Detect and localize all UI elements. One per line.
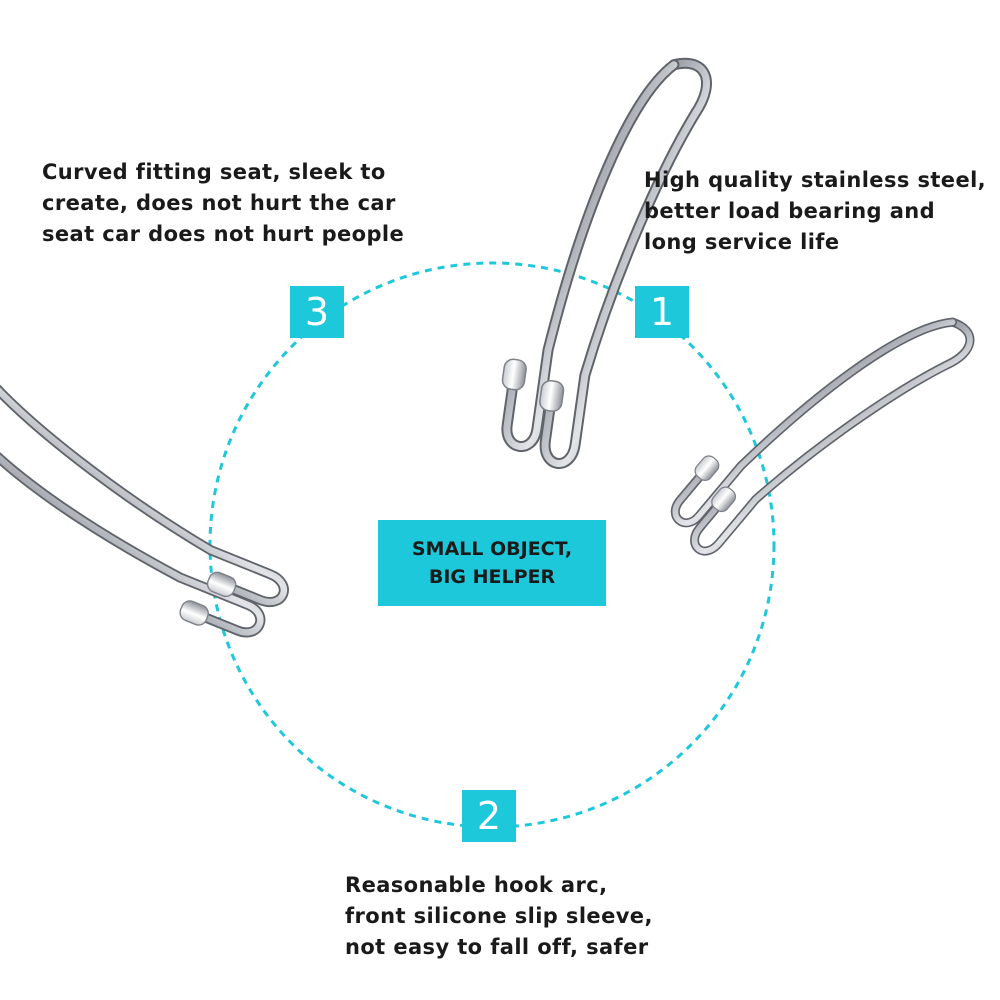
car-seat-hook-icon xyxy=(657,254,977,599)
caption-line: long service life xyxy=(644,230,840,254)
center-slogan-box: SMALL OBJECT, BIG HELPER xyxy=(378,520,606,606)
caption-line: create, does not hurt the car xyxy=(42,191,396,215)
car-seat-hook-icon xyxy=(492,44,709,477)
caption-line: Curved fitting seat, sleek to xyxy=(42,160,386,184)
feature-caption-hook-arc: Reasonable hook arc, front silicone slip… xyxy=(345,870,653,963)
slogan-line-2: BIG HELPER xyxy=(428,566,556,588)
number-badge-3: 3 xyxy=(290,286,344,338)
number-badge-2: 2 xyxy=(462,790,516,842)
caption-line: better load bearing and xyxy=(644,199,936,223)
caption-line: High quality stainless steel, xyxy=(644,168,987,192)
slogan-line-1: SMALL OBJECT, xyxy=(411,538,573,560)
feature-caption-fitting-seat: Curved fitting seat, sleek to create, do… xyxy=(42,157,404,250)
caption-line: front silicone slip sleeve, xyxy=(345,904,653,928)
caption-line: Reasonable hook arc, xyxy=(345,873,608,897)
caption-line: seat car does not hurt people xyxy=(42,222,405,246)
feature-caption-steel: High quality stainless steel, better loa… xyxy=(644,165,986,258)
caption-line: not easy to fall off, safer xyxy=(345,935,649,959)
car-seat-hook-icon xyxy=(0,370,316,650)
number-badge-1: 1 xyxy=(635,286,689,338)
